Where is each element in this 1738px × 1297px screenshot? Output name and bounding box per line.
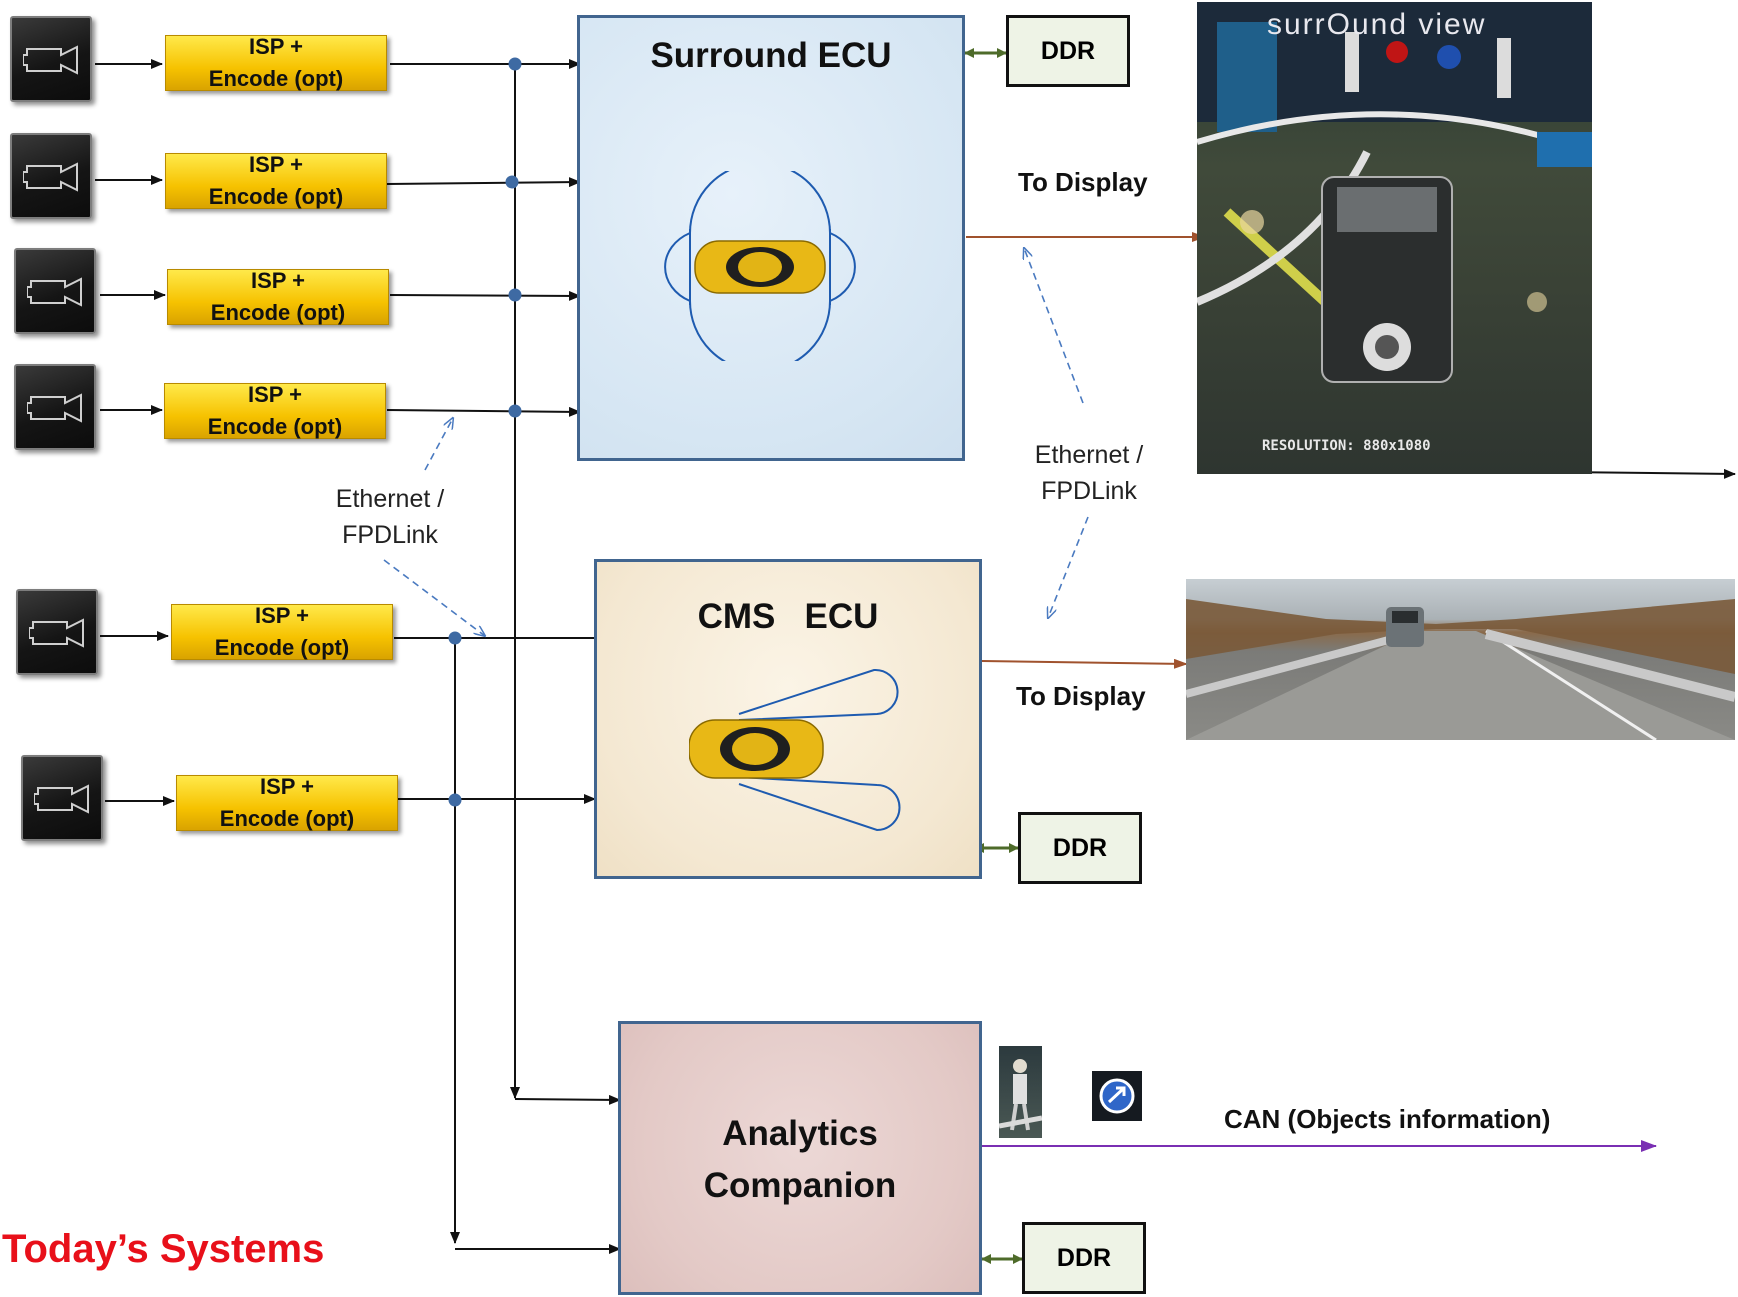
video-camera-icon [34, 784, 89, 814]
video-camera-icon [23, 45, 78, 75]
todays-systems-title: Today’s Systems [2, 1227, 325, 1271]
analytics-ddr-box: DDR [1022, 1222, 1146, 1294]
surround-view-display-image: surrOund view RESOLUTION: 880x1080 [1197, 2, 1592, 474]
encode-label: Encode (opt) [214, 635, 350, 660]
surround-view-logo: surrOund view [1267, 8, 1487, 41]
surround-ecu-box: Surround ECU [577, 15, 965, 461]
isp-encode-block-4: ISP + Encode (opt) [164, 382, 386, 439]
ethernet-fpdlink-label-right: Ethernet / FPDLink [1014, 437, 1164, 509]
isp-encode-block-6: ISP + Encode (opt) [176, 774, 398, 831]
analytics-companion-box: Analytics Companion [618, 1021, 982, 1295]
isp-to-surround-lines [386, 59, 621, 1105]
direction-sign-icon [1099, 1078, 1135, 1114]
encode-label: Encode (opt) [219, 806, 355, 831]
video-camera-icon [29, 618, 84, 648]
isp-label: ISP + [248, 152, 304, 177]
cms-bus-junctions [448, 631, 462, 807]
video-camera-icon [27, 277, 82, 307]
isp-encode-block-5: ISP + Encode (opt) [171, 603, 393, 660]
isp-label: ISP + [259, 774, 315, 799]
encode-label: Encode (opt) [208, 66, 344, 91]
surround-coverage-diagram [664, 171, 856, 361]
cms-to-display-arrow [981, 658, 1188, 669]
parking-scene-graphic [1197, 2, 1592, 383]
fpdlink-label: FPDLink [342, 521, 438, 549]
video-camera-icon [23, 162, 78, 192]
analytics-title-line1: Analytics [722, 1114, 878, 1153]
isp-label: ISP + [248, 34, 304, 59]
pedestrian-thumbnail [998, 1046, 1043, 1138]
road-scene-graphic [1186, 599, 1735, 740]
pedestrian-icon [998, 1059, 1043, 1131]
cms-coverage-diagram [689, 668, 901, 832]
traffic-sign-thumbnail [1092, 1071, 1142, 1121]
camera-to-isp-arrows [95, 59, 175, 806]
ddr-links [964, 48, 1023, 1264]
encode-label: Encode (opt) [210, 300, 346, 325]
car-top-view-icon [689, 719, 824, 779]
video-camera-icon [27, 393, 82, 423]
isp-to-cms-lines [394, 633, 621, 1254]
isp-label: ISP + [247, 382, 303, 407]
cms-road-display-image [1186, 579, 1735, 740]
surround-to-display-label: To Display [1018, 167, 1148, 197]
camera-1 [10, 16, 92, 102]
can-objects-label: CAN (Objects information) [1224, 1104, 1551, 1134]
ethernet-link-pointers [383, 248, 1089, 636]
isp-encode-block-3: ISP + Encode (opt) [167, 268, 389, 325]
ethernet-fpdlink-label-left: Ethernet / FPDLink [315, 481, 465, 553]
car-top-view-icon [694, 240, 826, 294]
surround-ecu-title: Surround ECU [650, 36, 892, 75]
ethernet-label: Ethernet / [1034, 441, 1144, 469]
camera-3 [14, 248, 96, 334]
surround-ddr-box: DDR [1006, 15, 1130, 87]
isp-encode-block-1: ISP + Encode (opt) [165, 34, 387, 91]
ethernet-label: Ethernet / [335, 485, 445, 513]
camera-6 [21, 755, 103, 841]
resolution-readout: RESOLUTION: 880x1080 [1262, 438, 1431, 454]
cms-to-display-label: To Display [1016, 681, 1146, 711]
encode-label: Encode (opt) [207, 414, 343, 439]
camera-2 [10, 133, 92, 219]
isp-label: ISP + [250, 268, 306, 293]
isp-encode-block-2: ISP + Encode (opt) [165, 152, 387, 209]
camera-4 [14, 364, 96, 450]
cms-ddr-box: DDR [1018, 812, 1142, 884]
analytics-title-line2: Companion [703, 1166, 897, 1205]
surround-bus-junctions [505, 57, 522, 418]
encode-label: Encode (opt) [208, 184, 344, 209]
isp-label: ISP + [254, 603, 310, 628]
camera-5 [16, 589, 98, 675]
cms-ecu-title: CMS ECU [697, 597, 879, 636]
fpdlink-label: FPDLink [1041, 477, 1137, 505]
cms-ecu-box: CMS ECU [594, 559, 982, 879]
